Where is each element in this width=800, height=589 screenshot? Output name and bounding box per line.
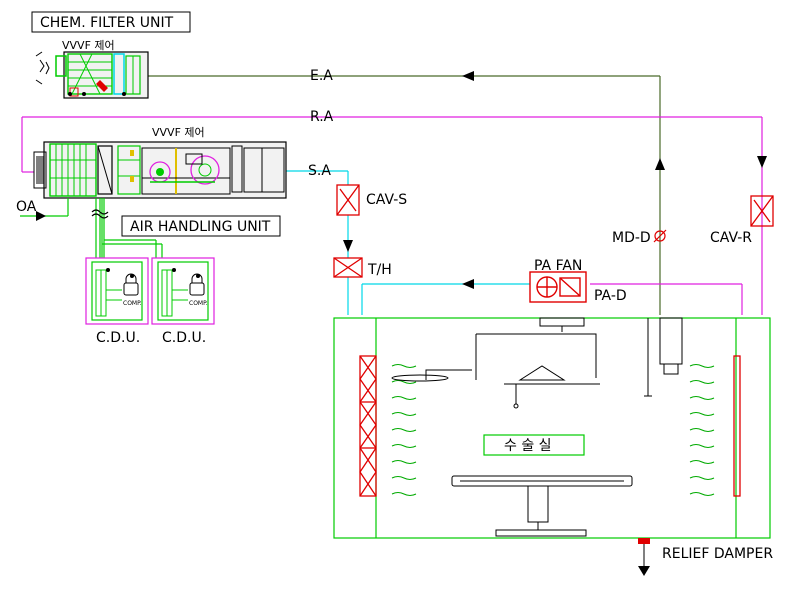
ahu-title-box: [121, 215, 281, 237]
return-air-duct: [21, 116, 763, 315]
pa-d-label: PA-D: [594, 288, 627, 304]
chem-filter-title: CHEM. FILTER UNIT: [40, 15, 174, 31]
ea-label: E.A: [310, 68, 333, 84]
compressor-icon: [123, 273, 139, 296]
oa-label: OA: [16, 199, 37, 215]
pa-fan-unit: [529, 271, 587, 303]
return-grille: [733, 355, 741, 497]
refrigerant-piping: [91, 198, 163, 258]
compressor-icon: [189, 273, 205, 296]
oa-intake: [20, 198, 69, 221]
md-d-damper-icon: [653, 229, 667, 243]
room-name: 수 술 실: [504, 438, 552, 454]
cdu-unit-left: [85, 257, 149, 325]
sa-label: S.A: [308, 163, 331, 179]
ra-flow-arrow: [757, 156, 767, 168]
chem-filter-title-box: [31, 11, 191, 33]
pa-fan-label: PA FAN: [534, 258, 582, 274]
th-label: T/H: [367, 262, 392, 278]
comp-label-left: COMP.: [123, 300, 142, 307]
cdu-label-left: C.D.U.: [96, 330, 140, 346]
cdu-label-right: C.D.U.: [162, 330, 206, 346]
md-d-label: MD-D: [612, 230, 651, 246]
chem-filter-unit: [55, 51, 149, 99]
vvvf-label-top: VVVF 제어: [62, 39, 115, 52]
cav-s-label: CAV-S: [366, 192, 407, 208]
airflow-arrows-left: [391, 364, 417, 496]
cav-r-label: CAV-R: [710, 230, 752, 246]
air-handling-unit: [33, 141, 287, 199]
pa-flow-arrow: [462, 279, 474, 289]
exhaust-air-duct: [148, 75, 661, 315]
airflow-arrows-right: [689, 364, 715, 496]
relief-damper-icon: [638, 538, 650, 576]
operating-table-icon: [451, 475, 633, 537]
ahu-title: AIR HANDLING UNIT: [130, 219, 271, 235]
th-box: [333, 257, 363, 278]
operating-room: [333, 317, 771, 539]
equipment-column-icon: [644, 317, 683, 397]
room-name-box: [483, 434, 585, 456]
supply-filter-panel: [359, 355, 377, 497]
cav-s-box: [336, 184, 360, 216]
vvvf-label-ahu: VVVF 제어: [152, 126, 205, 139]
cdu-unit-right: [151, 257, 215, 325]
ra-label: R.A: [310, 109, 334, 125]
md-d-up-arrow: [655, 158, 665, 170]
ea-flow-arrow: [462, 71, 474, 81]
comp-label-right: COMP.: [189, 300, 208, 307]
sa-down-arrow: [343, 240, 353, 252]
surgical-light-arm-icon: [391, 317, 600, 409]
exhaust-outlet-icon: [35, 51, 50, 85]
cav-r-box: [750, 195, 774, 227]
relief-damper-label: RELIEF DAMPER: [662, 546, 773, 562]
